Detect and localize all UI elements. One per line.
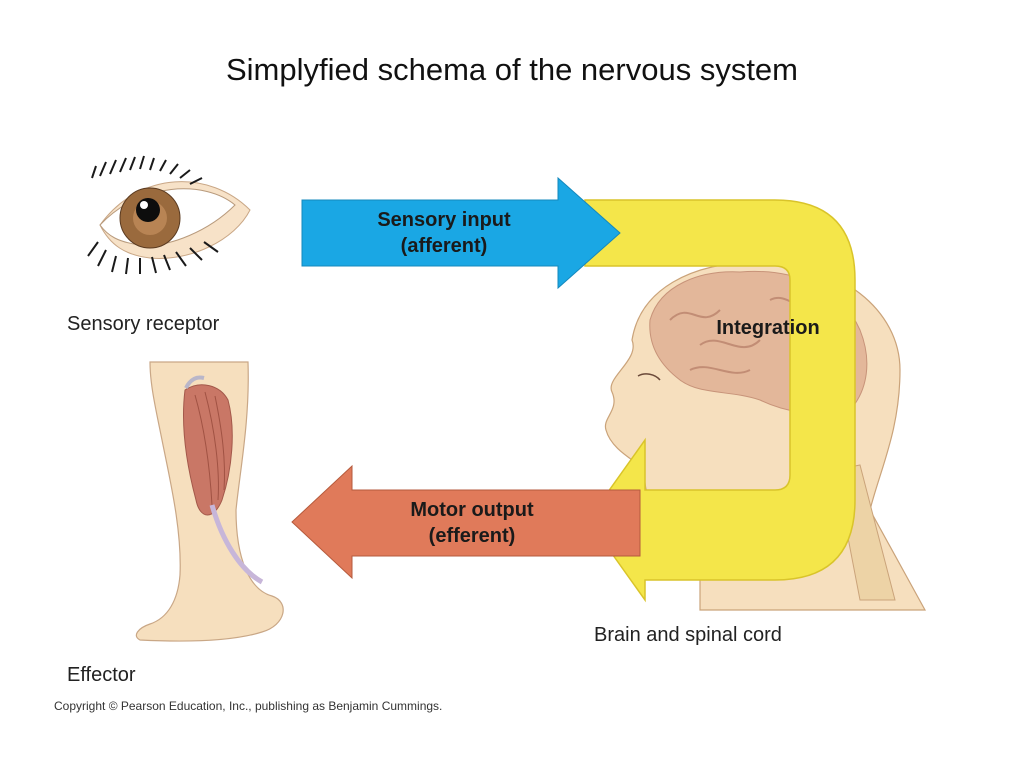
face-eye <box>637 373 661 381</box>
eye-pupil <box>136 198 160 222</box>
sensory-receptor-label: Sensory receptor <box>67 313 220 335</box>
sensory-input-line1: Sensory input <box>377 209 511 231</box>
calf-muscle <box>182 384 233 516</box>
effector-label: Effector <box>67 664 136 686</box>
brain-folds <box>669 297 831 374</box>
motor-output-line1: Motor output <box>410 499 534 521</box>
sensory-input-line2: (afferent) <box>401 235 488 257</box>
page-title: Simplyfied schema of the nervous system <box>225 52 799 87</box>
motor-output-line2: (efferent) <box>429 525 516 547</box>
integration-label: Integration <box>716 317 819 339</box>
tendon <box>209 504 264 585</box>
sensory-input-arrow <box>301 176 621 290</box>
upper-eyelashes <box>91 155 203 185</box>
integration-arrow <box>584 199 856 603</box>
motor-output-arrow <box>291 464 641 580</box>
brain-spinal-cord-label: Brain and spinal cord <box>594 624 782 646</box>
copyright-notice: Copyright © Pearson Education, Inc., pub… <box>54 699 443 713</box>
eye-illustration <box>87 155 251 275</box>
lower-eyelashes <box>87 241 219 275</box>
leg-illustration <box>135 361 284 642</box>
